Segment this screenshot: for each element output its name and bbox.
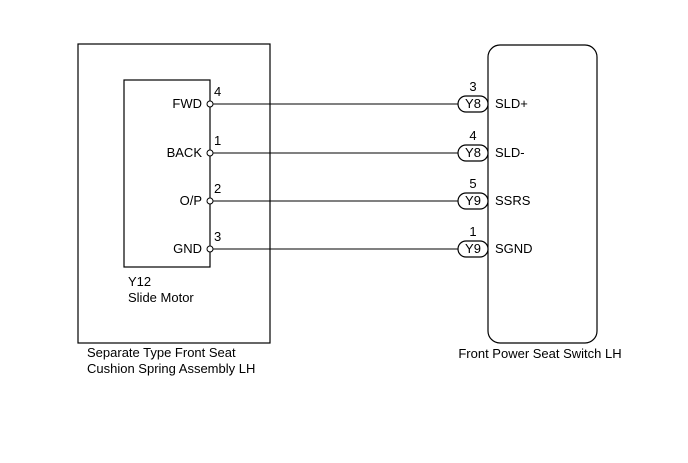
connector-badge-sld-minus [457, 144, 489, 162]
left-assembly-box [77, 43, 271, 344]
connector-badge-sgnd [457, 240, 489, 258]
pin-name-back: BACK [167, 145, 203, 160]
pin-name-gnd: GND [173, 241, 202, 256]
pin-number-back: 1 [214, 133, 221, 148]
terminal-gnd [206, 245, 214, 253]
pin-name-fwd: FWD [172, 96, 202, 111]
right-pin-number-sld-minus: 4 [469, 128, 476, 143]
right-pin-number-ssrs: 5 [469, 176, 476, 191]
terminal-back [206, 149, 214, 157]
left-terminals [206, 100, 214, 253]
part-name-slide-motor: Slide Motor [128, 290, 194, 305]
connector-code-y12: Y12 [128, 274, 151, 289]
right-pin-name-sgnd: SGND [495, 241, 533, 256]
right-pin-name-sld-minus: SLD- [495, 145, 525, 160]
pin-number-gnd: 3 [214, 229, 221, 244]
left-assembly-label-line2: Cushion Spring Assembly LH [87, 361, 255, 376]
terminal-fwd [206, 100, 214, 108]
terminal-op [206, 197, 214, 205]
right-pin-name-ssrs: SSRS [495, 193, 531, 208]
right-pin-name-sld-plus: SLD+ [495, 96, 528, 111]
right-connector-badges [457, 95, 489, 258]
power-seat-switch-box [487, 44, 598, 344]
left-assembly-label-line1: Separate Type Front Seat [87, 345, 236, 360]
connector-badge-sld-plus [457, 95, 489, 113]
pin-number-fwd: 4 [214, 84, 221, 99]
right-pin-number-sld-plus: 3 [469, 79, 476, 94]
connector-code-sld-minus: Y8 [465, 145, 481, 160]
connector-code-sgnd: Y9 [465, 241, 481, 256]
right-component-label: Front Power Seat Switch LH [458, 346, 621, 361]
slide-motor-box [123, 79, 211, 268]
pin-number-op: 2 [214, 181, 221, 196]
right-pin-number-sgnd: 1 [469, 224, 476, 239]
pin-name-op: O/P [180, 193, 202, 208]
connector-code-sld-plus: Y8 [465, 96, 481, 111]
connector-code-ssrs: Y9 [465, 193, 481, 208]
connector-badge-ssrs [457, 192, 489, 210]
wires [213, 103, 458, 250]
